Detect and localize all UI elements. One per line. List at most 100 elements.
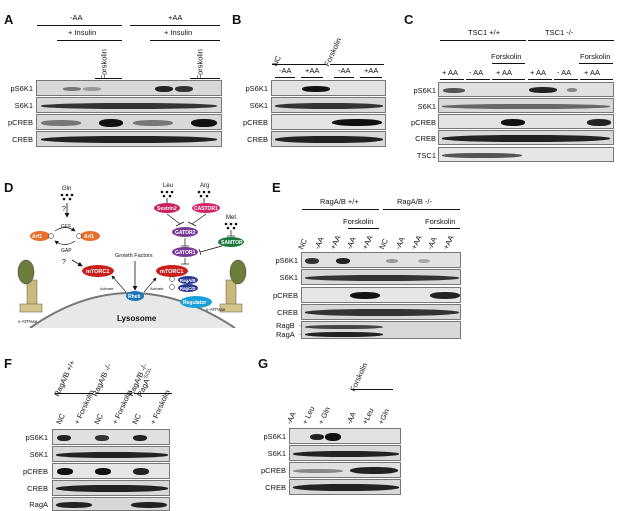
leu-label: Leu [163,183,173,189]
e-row-pcreb: pCREB [272,291,298,300]
rheb-label: Rheb [128,294,141,300]
mtorc1-left-icon [82,265,114,277]
f-row-s6k1: S6K1 [29,450,48,459]
f-row-raga: RagA [29,500,48,509]
a-group-line-1 [37,25,122,26]
c-lane-4: + AA [530,68,547,77]
e-lane-10: +AA [441,233,456,251]
e-row-ps6k1: pS6K1 [275,256,298,265]
g-blot-s6k1 [289,445,401,461]
g-lane-5: +Leu [360,406,376,426]
e-lane-3: +AA [328,233,343,251]
b-lane-line-2 [301,77,323,78]
b-lane-line-1 [275,77,295,78]
b-row-creb: CREB [247,135,268,144]
e-blot-creb [301,304,461,320]
e-group-line-1 [302,209,379,210]
e-row-s6k1: S6K1 [279,273,298,282]
c-lane-1: + AA [442,68,459,77]
b-lane-line-4 [360,77,382,78]
f-blot-s6k1 [52,446,170,462]
b-blot-s6k1 [271,97,386,113]
sestrin2-label: Sestrin2 [157,206,177,212]
f-lane-5: NC [130,412,144,426]
b-row-pcreb: pCREB [242,118,268,127]
a-group-minus-aa: -AA [70,13,83,22]
panel-e-label: E [272,180,281,195]
f-blot-pcreb [52,463,170,479]
f-blot-creb [52,480,170,496]
a-row-ps6k1: pS6K1 [10,84,33,93]
f-group-line-3 [134,393,172,394]
g-blot-pcreb [289,462,401,478]
gef-label: GEF [61,224,71,230]
f-row-ps6k1: pS6K1 [25,433,48,442]
e-forsk-line-1 [348,228,379,229]
gator2-icon [172,227,198,237]
arg-label: Arg [200,183,209,189]
q1-label: ? [62,206,66,213]
e-lane-9: -AA [425,235,439,251]
panel-g-label: G [258,356,269,371]
a-group-plus-aa: +AA [168,13,183,22]
g-row-s6k1: S6K1 [267,449,286,458]
b-row-ps6k1: pS6K1 [245,84,268,93]
activate-right-label: Activate [150,287,164,291]
e-lane-8: +AA [409,233,424,251]
f-group-line-2 [96,393,132,394]
f-lane-6: + Forskolin [148,388,173,426]
q2-label: ? [62,259,66,266]
a-forsk-line-2 [190,78,220,79]
activate-left-label: Activate [100,287,114,291]
a-row-creb: CREB [12,135,33,144]
c-blot-creb [438,130,614,145]
g-row-ps6k1: pS6K1 [263,432,286,441]
b-lane-line-3 [334,77,354,78]
c-forsk-line-2 [579,63,613,64]
arf1-left-icon [30,231,54,241]
arf1-right-icon [76,231,100,241]
c-row-s6k1: S6K1 [417,102,436,111]
f-blot-ps6k1 [52,429,170,445]
e-forsk-line-2 [429,228,460,229]
rheb-icon [126,291,144,301]
c-group-tsc-ko: TSC1 -/- [545,28,574,37]
v-atpase-left-label: v-ATPase [18,319,38,324]
v-atpase-right-icon [219,259,247,313]
regulator-label: Regulator [183,300,206,306]
g-lane-2: + Leu [300,404,317,426]
g-blot-creb [289,479,401,495]
a-insulin-line-1 [57,40,122,41]
e-row-creb: CREB [277,308,298,317]
f-group-line-1 [55,393,93,394]
a-forskolin-2: Forskolin [195,49,205,80]
castor1-icon [192,203,220,213]
f-blot-raga [52,497,170,511]
b-group-line-2 [330,64,384,65]
e-blot-s6k1 [301,269,461,285]
panel-f-label: F [4,356,12,371]
g-lane-3: + Gln [316,405,333,426]
f-lane-3: NC [92,412,106,426]
gator1-icon [172,247,198,257]
mtorc1-pathway-diagram: Lysosome v-ATPase v-ATPase Gln ? GEF Arf… [17,183,247,328]
a-insulin-2: + Insulin [164,28,193,37]
a-blot-creb [36,131,222,147]
growth-factors-label: Growth Factors [115,253,153,259]
f-group-1: RagA/B +/+ [52,358,77,398]
e-group-line-2 [383,209,460,210]
e-blot-raga-ragb [301,321,461,339]
a-group-line-2 [130,25,220,26]
a-insulin-line-2 [150,40,220,41]
a-forsk-line-1 [95,78,122,79]
c-lane-line-6 [580,79,613,80]
c-blot-ps6k1 [438,82,614,97]
c-group-line-2 [528,40,614,41]
c-lane-line-1 [440,79,464,80]
g-lane-6: +Gln [376,407,392,426]
e-forskolin-1: Forskolin [343,217,374,226]
panel-b-label: B [232,12,242,27]
g-row-creb: CREB [265,483,286,492]
c-row-creb: CREB [415,134,436,143]
c-blot-pcreb [438,114,614,129]
